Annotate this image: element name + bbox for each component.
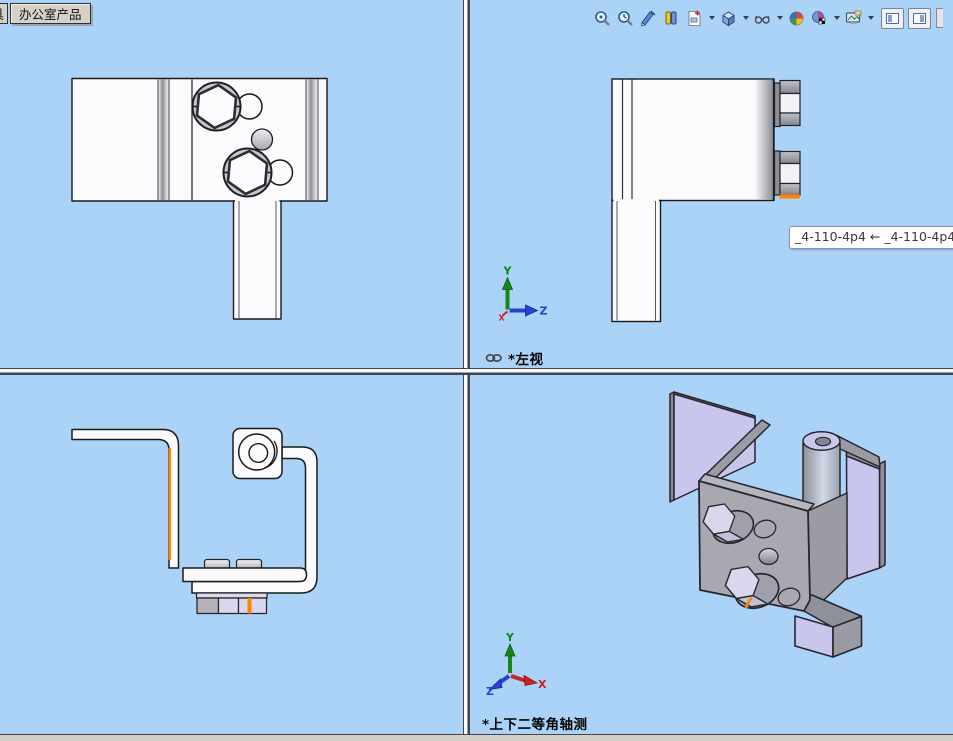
view-label-dimetric[interactable]: *上下二等角轴测 xyxy=(482,713,588,733)
zoom-to-fit-icon[interactable] xyxy=(592,7,613,29)
side-bolt-2 xyxy=(773,150,801,196)
iso-hex-bolt-2 xyxy=(724,565,780,610)
selection-highlight-tick xyxy=(744,596,753,609)
apply-scene-icon[interactable] xyxy=(786,7,807,29)
viewport-front-part xyxy=(71,77,328,320)
view-orientation-icon[interactable] xyxy=(718,7,739,29)
iso-hex-bolt-1 xyxy=(702,503,755,545)
mate-reference-tooltip: _4-110-4p4 ← _4-110-4p4 xyxy=(789,226,953,249)
dropdown-arrow[interactable] xyxy=(866,7,875,29)
hex-nuts xyxy=(195,592,268,615)
tab-office-products[interactable]: 办公室产品 xyxy=(10,3,91,24)
side-bolt-1 xyxy=(773,79,801,128)
heads-up-toolbar xyxy=(592,5,943,31)
selection-highlight xyxy=(779,194,800,199)
window-bottom-edge xyxy=(0,734,953,741)
rotate-view-icon[interactable] xyxy=(638,7,659,29)
dropdown-arrow[interactable] xyxy=(741,7,750,29)
tab-partial[interactable]: 具 xyxy=(0,3,8,24)
link-icon xyxy=(485,354,502,362)
orientation-triad-dimetric: Y X Z xyxy=(486,631,547,698)
viewport-side-part xyxy=(71,427,318,615)
axis-label: Z xyxy=(486,685,494,698)
front-hex-bolt-2 xyxy=(222,147,273,198)
collapse-right-panel-button[interactable] xyxy=(908,7,931,29)
drawing-annotation-icon[interactable] xyxy=(684,7,705,29)
section-view-icon[interactable] xyxy=(661,7,682,29)
axis-label: Y xyxy=(503,265,513,278)
horizontal-viewport-splitter[interactable] xyxy=(0,368,953,375)
tab-label: 办公室产品 xyxy=(19,7,82,22)
dropdown-arrow[interactable] xyxy=(775,7,784,29)
axis-label: X xyxy=(499,314,506,323)
vertical-viewport-splitter[interactable] xyxy=(463,0,470,734)
orientation-triad-left-view: Y Z X xyxy=(499,265,548,323)
dropdown-arrow[interactable] xyxy=(832,7,841,29)
view-settings-icon[interactable] xyxy=(843,7,864,29)
front-hex-bolt-1 xyxy=(191,81,242,132)
dropdown-arrow[interactable] xyxy=(707,7,716,29)
viewport-dimetric-part xyxy=(669,391,886,658)
axis-label: X xyxy=(538,678,547,691)
view-label-text: *左视 xyxy=(508,352,544,368)
axis-label: Y xyxy=(505,631,515,644)
render-tools-icon[interactable] xyxy=(809,7,830,29)
collapse-left-panel-button[interactable] xyxy=(881,7,904,29)
zoom-to-area-icon[interactable] xyxy=(615,7,636,29)
view-label-text: *上下二等角轴测 xyxy=(482,717,588,733)
viewport-left-part xyxy=(611,78,801,323)
clipped-toolbar-icon[interactable] xyxy=(936,8,943,28)
leg-3d xyxy=(794,615,863,658)
display-style-icon[interactable] xyxy=(752,7,773,29)
axis-label: Z xyxy=(540,305,548,318)
view-label-left[interactable]: *左视 xyxy=(485,348,544,368)
